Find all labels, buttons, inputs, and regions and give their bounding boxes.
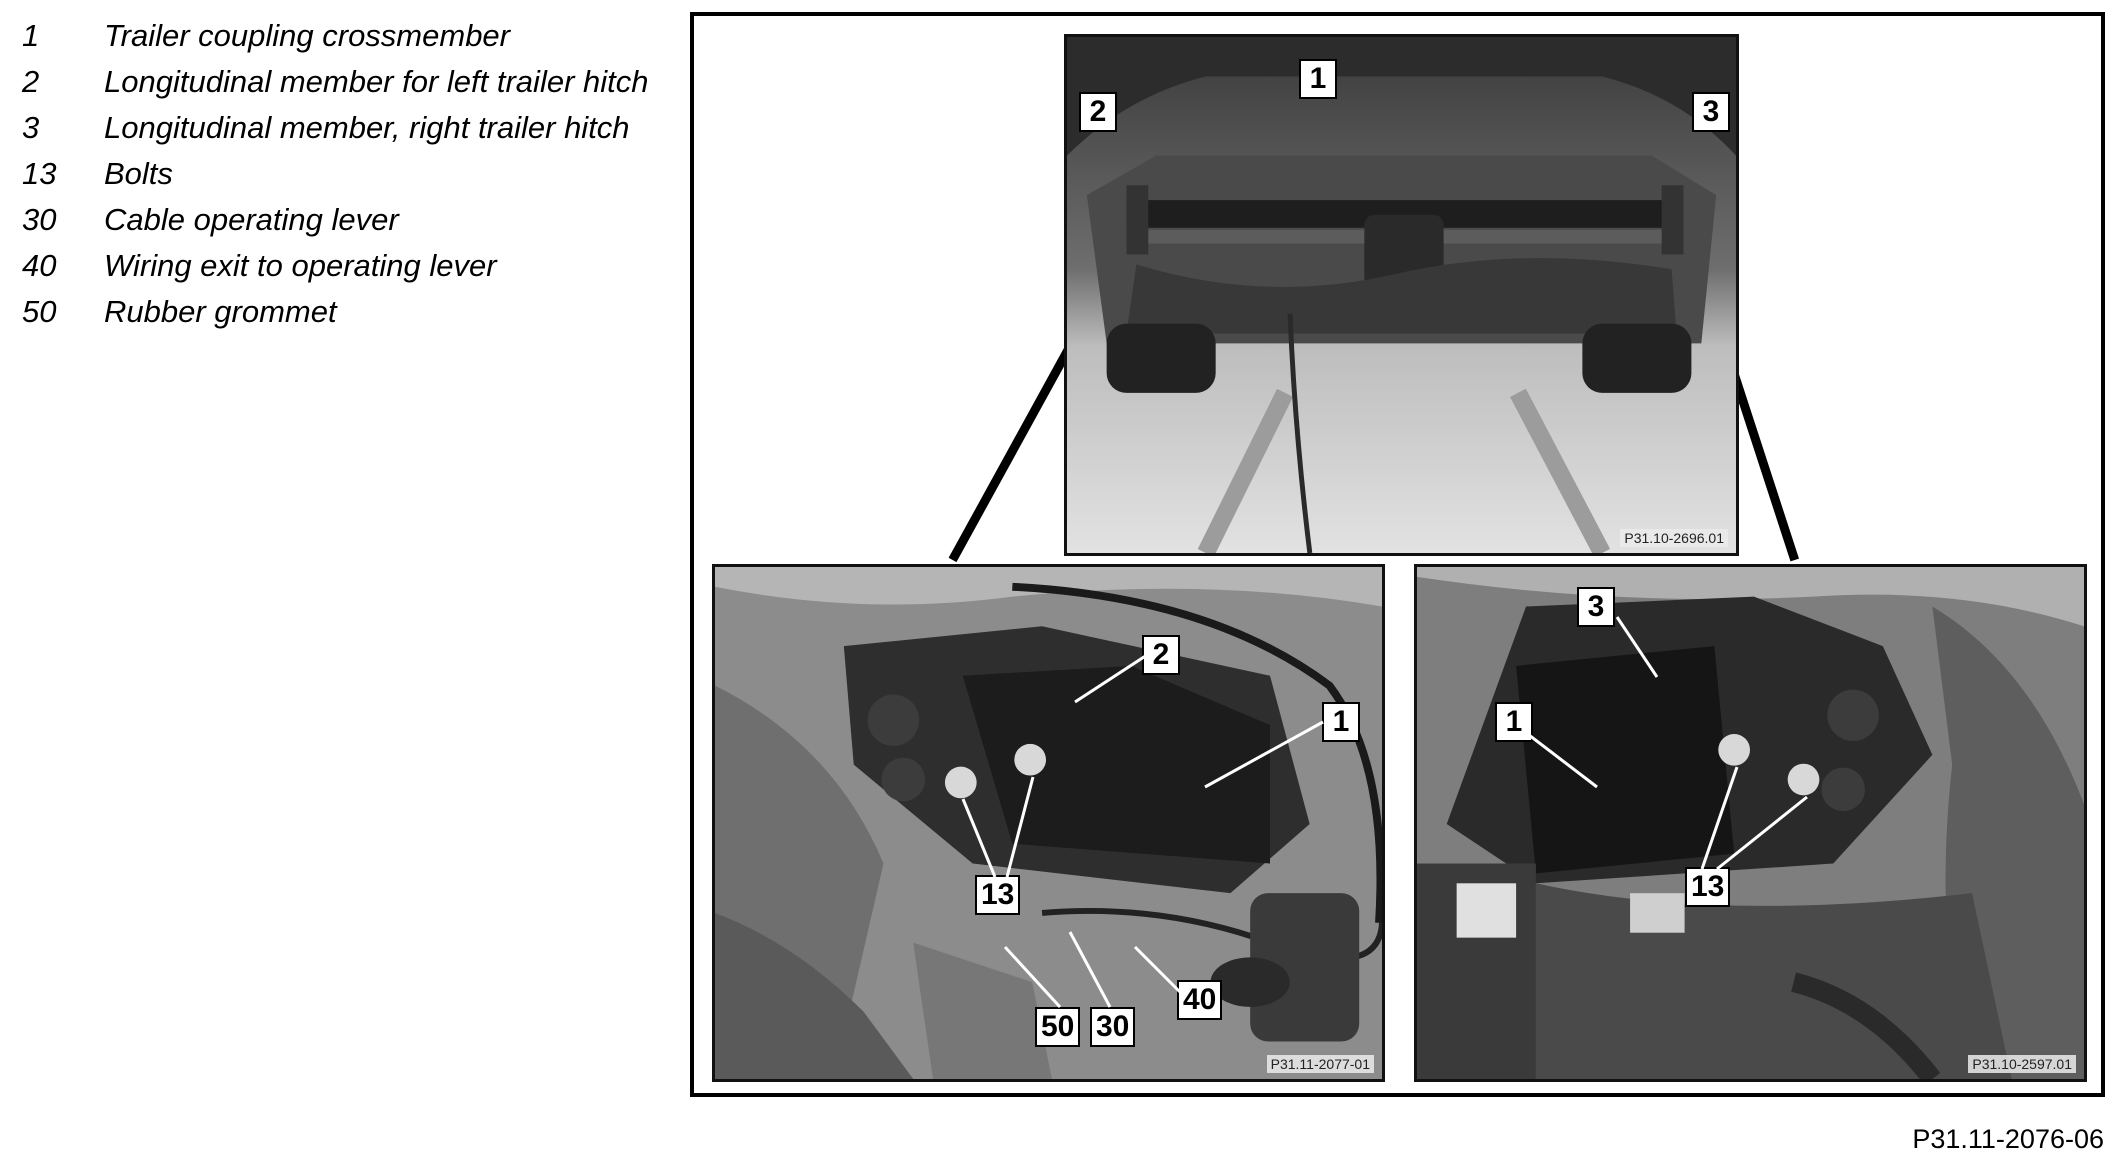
legend-item: 2 Longitudinal member for left trailer h… <box>22 64 682 100</box>
legend-number: 50 <box>22 294 57 329</box>
legend-text: Wiring exit to operating lever <box>104 248 497 283</box>
legend-item: 3 Longitudinal member, right trailer hit… <box>22 110 682 146</box>
rear-overview-drawing <box>1067 37 1736 553</box>
callout-1: 1 <box>1495 702 1533 742</box>
callout-40: 40 <box>1177 980 1223 1020</box>
legend-item: 50 Rubber grommet <box>22 294 682 330</box>
photo-code: P31.10-2696.01 <box>1620 529 1728 547</box>
callout-2: 2 <box>1079 92 1117 132</box>
left-leader-lines <box>961 653 1324 1009</box>
legend-number: 40 <box>22 248 57 283</box>
legend-text: Bolts <box>104 156 173 191</box>
photo-rear-overview: 1 2 3 P31.10-2696.01 <box>1064 34 1739 556</box>
callout-13: 13 <box>1685 867 1731 907</box>
legend-number: 3 <box>22 110 40 145</box>
legend-number: 1 <box>22 18 40 53</box>
legend-number: 30 <box>22 202 57 237</box>
photo-code: P31.11-2077-01 <box>1266 1055 1374 1073</box>
legend-text: Cable operating lever <box>104 202 399 237</box>
legend-text: Trailer coupling crossmember <box>104 18 510 53</box>
callout-30: 30 <box>1090 1007 1136 1047</box>
legend-text: Rubber grommet <box>104 294 337 329</box>
callout-3: 3 <box>1692 92 1730 132</box>
photo-left-detail: 2 1 13 50 30 40 P31.11-2077-01 <box>712 564 1385 1082</box>
legend-item: 1 Trailer coupling crossmember <box>22 18 682 54</box>
legend-number: 13 <box>22 156 57 191</box>
legend-item: 40 Wiring exit to operating lever <box>22 248 682 284</box>
callout-50: 50 <box>1035 1007 1081 1047</box>
legend-text: Longitudinal member for left trailer hit… <box>104 64 649 99</box>
callout-13: 13 <box>975 875 1021 915</box>
legend-item: 30 Cable operating lever <box>22 202 682 238</box>
legend-number: 2 <box>22 64 40 99</box>
legend-item: 13 Bolts <box>22 156 682 192</box>
callout-1: 1 <box>1299 59 1337 99</box>
photo-code: P31.10-2597.01 <box>1968 1055 2076 1073</box>
legend-text: Longitudinal member, right trailer hitch <box>104 110 630 145</box>
photo-right-detail: 3 1 13 P31.10-2597.01 <box>1414 564 2087 1082</box>
callout-3: 3 <box>1577 587 1615 627</box>
right-leader-lines <box>1524 616 1808 871</box>
legend: 1 Trailer coupling crossmember 2 Longitu… <box>22 18 682 340</box>
right-detail-drawing <box>1417 567 2084 1079</box>
figure-frame: 1 2 3 P31.10-2696.01 2 1 13 50 30 40 <box>690 12 2105 1097</box>
figure-code: P31.11-2076-06 <box>1912 1124 2104 1154</box>
callout-2: 2 <box>1142 635 1180 675</box>
